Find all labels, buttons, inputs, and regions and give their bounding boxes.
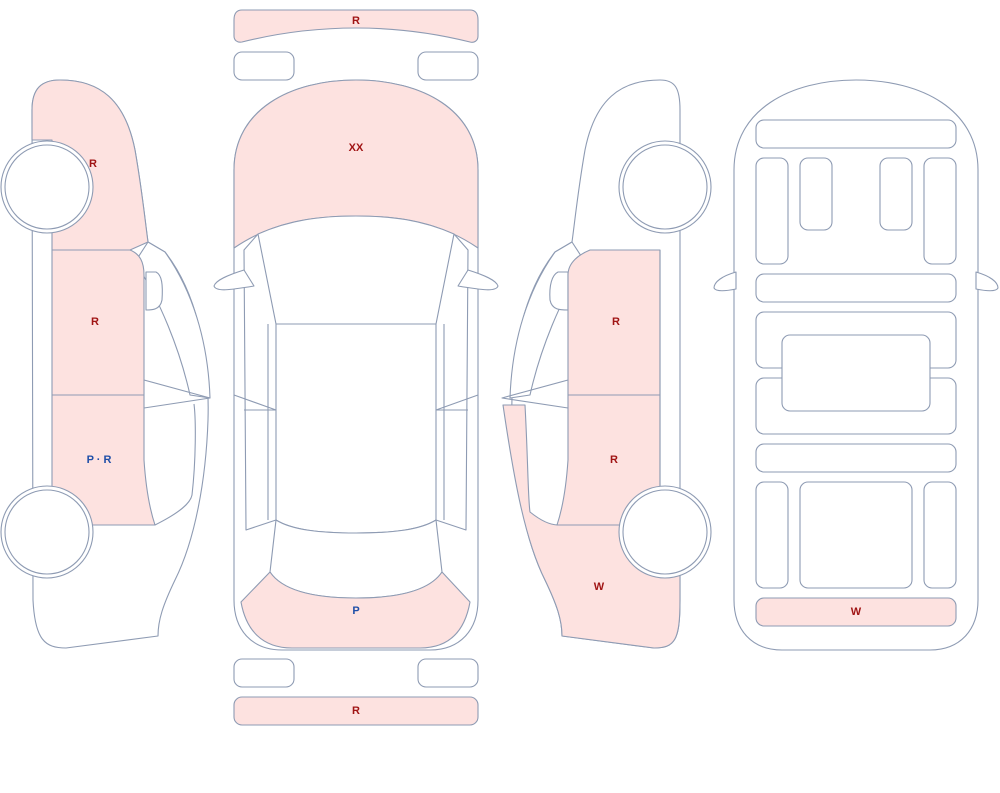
right-belt-line	[501, 379, 569, 409]
front-right-light	[417, 51, 479, 81]
trunk[interactable]	[240, 571, 471, 649]
underbody-rear-panel[interactable]	[755, 597, 957, 627]
underbody-right-mirror	[975, 271, 999, 292]
left-rear-wheel	[4, 489, 90, 575]
right-quarter-panel[interactable]	[502, 404, 681, 649]
roof	[275, 323, 437, 534]
left-side-view: R R P · R	[0, 79, 211, 649]
mark-left-front-door: R	[91, 316, 99, 328]
underbody-panel-mid-4	[755, 443, 957, 473]
underbody-panel-right-1	[923, 157, 957, 265]
mark-hood: XX	[349, 142, 364, 154]
mark-right-quarter-panel: W	[594, 581, 605, 593]
underbody-panel-rear-center	[799, 481, 913, 589]
right-rear-wheel	[622, 489, 708, 575]
left-rear-window-line	[154, 403, 196, 526]
underbody-panel-right-2	[879, 157, 913, 231]
left-front-door[interactable]	[51, 249, 145, 396]
underbody-panel-center	[781, 334, 931, 412]
underbody-left-mirror	[713, 271, 737, 292]
top-right-b-pillar	[435, 394, 479, 411]
right-side-view: R R W	[501, 79, 712, 649]
mark-front-bumper: R	[352, 15, 360, 27]
right-front-wheel	[622, 144, 708, 230]
mark-right-rear-door: R	[610, 454, 618, 466]
rear-left-light	[233, 658, 295, 688]
left-mirror	[145, 271, 163, 311]
mark-trunk: P	[352, 605, 359, 617]
left-front-wheel	[4, 144, 90, 230]
underbody-panel-front	[755, 119, 957, 149]
rear-right-light	[417, 658, 479, 688]
underbody-panel-rear-right	[923, 481, 957, 589]
top-view: R XX P R	[213, 9, 499, 726]
windshield	[257, 215, 455, 325]
top-left-mirror	[213, 269, 255, 291]
rear-bumper[interactable]	[233, 696, 479, 726]
top-right-mirror	[457, 269, 499, 291]
left-belt-line	[143, 379, 211, 409]
right-mirror	[549, 271, 569, 311]
mark-underbody-rear: W	[851, 606, 862, 618]
right-front-door[interactable]	[567, 249, 661, 396]
underbody-panel-rear-left	[755, 481, 789, 589]
mark-left-front-fender: R	[89, 158, 97, 170]
mark-rear-bumper: R	[352, 705, 360, 717]
top-left-b-pillar	[233, 394, 277, 411]
underbody-view: W	[713, 79, 999, 651]
mark-right-front-door: R	[612, 316, 620, 328]
mark-left-rear-door: P · R	[87, 454, 112, 466]
front-bumper[interactable]	[233, 9, 479, 43]
front-left-light	[233, 51, 295, 81]
top-right-side-line	[435, 233, 469, 531]
underbody-panel-mid-1	[755, 273, 957, 303]
top-left-side-line	[243, 233, 277, 531]
underbody-panel-left-1	[755, 157, 789, 265]
underbody-panel-left-2	[799, 157, 833, 231]
right-rear-door[interactable]	[556, 394, 661, 526]
